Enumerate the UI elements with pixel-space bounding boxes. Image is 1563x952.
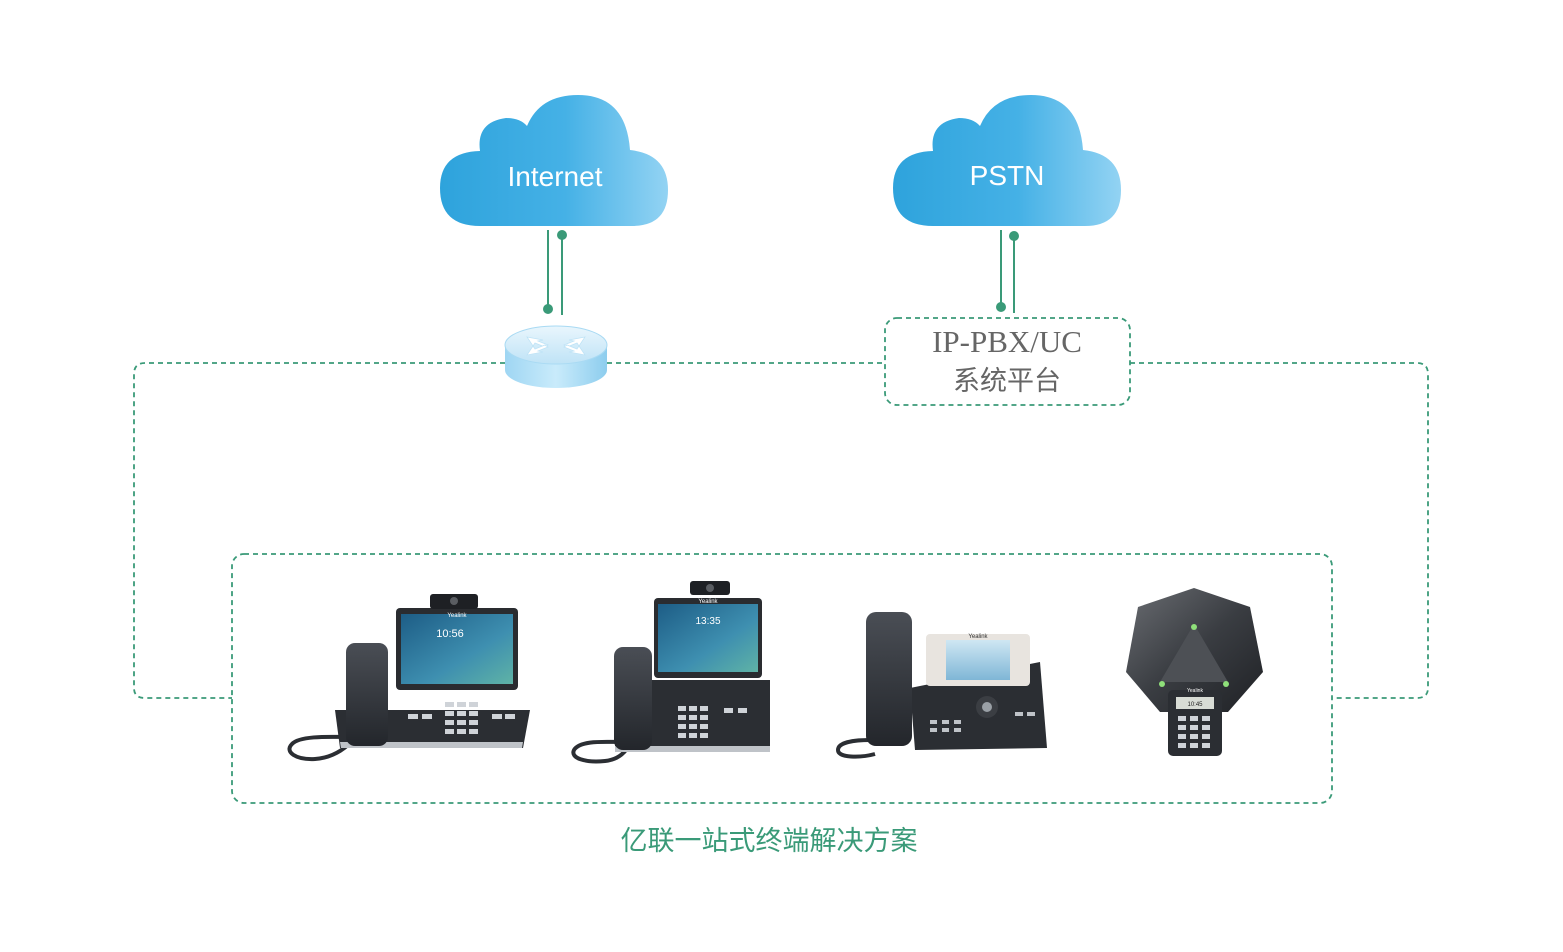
handset-cord (835, 738, 876, 759)
internet-cloud: Internet (440, 95, 668, 226)
lan-loop (133, 362, 505, 699)
video-phone-1: Yealink 10:56 (287, 594, 530, 762)
diagram-caption: 亿联一站式终端解决方案 (621, 826, 918, 857)
pstn-cloud: PSTN (893, 95, 1121, 226)
pstn-connector (996, 230, 1019, 313)
cloud-icon (440, 95, 668, 226)
phone-brand: Yealink (447, 613, 467, 619)
internet-label: Internet (508, 161, 603, 192)
handset (866, 612, 912, 746)
ip-phone: Yealink (835, 612, 1047, 759)
phone-brand: Yealink (1187, 688, 1203, 694)
phone-screen (658, 604, 758, 672)
connector-dot (1009, 231, 1019, 241)
handset-cord (287, 734, 350, 762)
conference-phone: Yealink 10:45 (1126, 588, 1263, 756)
connector-dot (543, 304, 553, 314)
internet-connector (543, 230, 567, 315)
pbx-platform: IP-PBX/UC 系统平台 (932, 324, 1082, 397)
pbx-right-link (1130, 362, 1429, 699)
handset (614, 647, 652, 750)
phone-brand: Yealink (968, 634, 988, 640)
router-icon (504, 325, 608, 388)
handset (346, 643, 388, 746)
phone-time: 10:56 (436, 628, 464, 640)
pbx-box (884, 317, 1131, 406)
pbx-label: IP-PBX/UC (932, 324, 1082, 359)
connector-dot (557, 230, 567, 240)
cloud-icon (893, 95, 1121, 226)
phone-time: 10:45 (1187, 702, 1203, 708)
handset-cord (571, 739, 628, 764)
phone-screen (1176, 697, 1214, 709)
phone-time: 13:35 (695, 616, 720, 627)
phone-screen (401, 614, 513, 684)
phone-screen (946, 640, 1010, 680)
video-phone-2: Yealink 13:35 (571, 581, 770, 764)
network-links (133, 317, 1429, 804)
pstn-label: PSTN (970, 160, 1045, 191)
connector-dot (996, 302, 1006, 312)
phone-brand: Yealink (698, 599, 718, 605)
pbx-sublabel: 系统平台 (953, 366, 1061, 397)
devices-box (231, 553, 1333, 804)
